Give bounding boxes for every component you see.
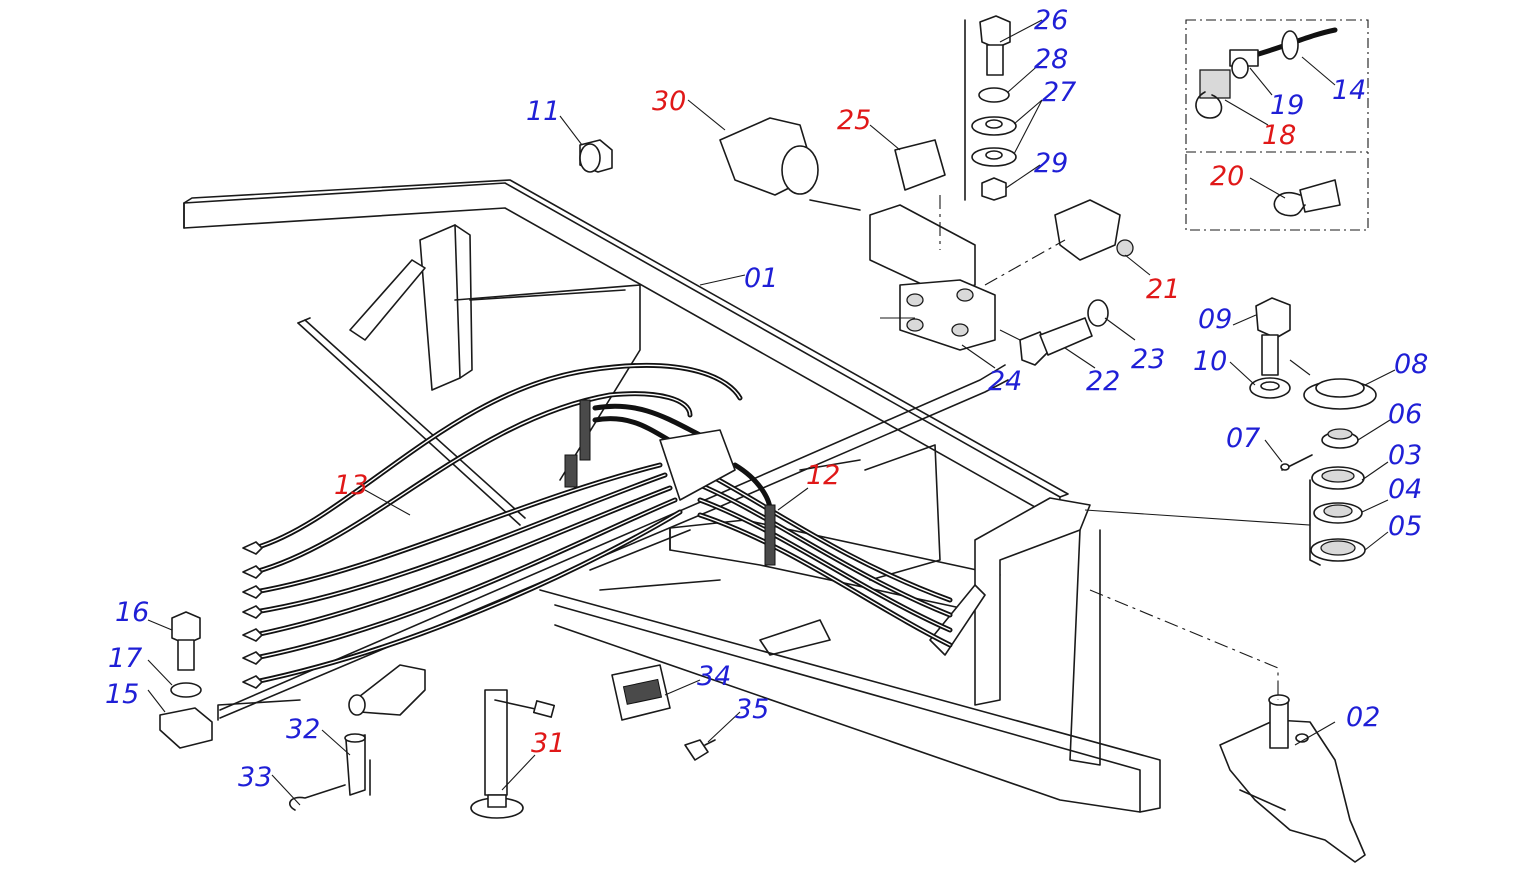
callout-30: 30: [652, 86, 686, 117]
callout-06: 06: [1388, 399, 1422, 430]
callout-05: 05: [1388, 511, 1422, 542]
callout-04: 04: [1388, 474, 1422, 505]
coupler-detail-inset: [1185, 19, 1369, 231]
wheel-spindle: [1089, 589, 1366, 863]
valve-bracket-assembly: [719, 15, 1134, 366]
callout-02: 02: [1346, 702, 1380, 733]
callout-08: 08: [1394, 349, 1428, 380]
hub-assembly: [1249, 297, 1377, 566]
callout-34: 34: [697, 661, 731, 692]
callout-11: 11: [526, 96, 560, 127]
callout-28: 28: [1034, 44, 1068, 75]
hydraulic-hoses: [242, 362, 953, 689]
callout-labels: 01 02 03 04 05 06 07 08 09 10 11 12 13 1…: [105, 5, 1428, 793]
callout-09: 09: [1198, 304, 1232, 335]
callout-18: 18: [1262, 120, 1296, 151]
callout-07: 07: [1226, 423, 1260, 454]
callout-32: 32: [286, 714, 320, 745]
callout-22: 22: [1086, 366, 1120, 397]
callout-14: 14: [1332, 75, 1366, 106]
callout-12: 12: [806, 460, 840, 491]
callout-31: 31: [531, 728, 565, 759]
callout-33: 33: [238, 762, 272, 793]
callout-27: 27: [1042, 77, 1076, 108]
callout-03: 03: [1388, 440, 1422, 471]
callout-13: 13: [334, 470, 368, 501]
callout-29: 29: [1034, 148, 1068, 179]
main-frame: [183, 179, 1161, 813]
hitch-and-jack: [159, 611, 716, 819]
callout-16: 16: [115, 597, 149, 628]
callout-17: 17: [108, 643, 142, 674]
leader-lines: [147, 19, 1396, 806]
callout-26: 26: [1034, 5, 1068, 36]
callout-10: 10: [1193, 346, 1227, 377]
hose-couplers-left: [242, 541, 263, 689]
callout-23: 23: [1131, 344, 1165, 375]
callout-24: 24: [988, 366, 1022, 397]
callout-15: 15: [105, 679, 139, 710]
callout-19: 19: [1270, 90, 1304, 121]
part-11-fitting: [579, 139, 613, 173]
callout-21: 21: [1146, 274, 1180, 305]
callout-35: 35: [735, 694, 769, 725]
callout-01: 01: [744, 263, 778, 294]
callout-20: 20: [1210, 161, 1244, 192]
callout-25: 25: [837, 105, 871, 136]
